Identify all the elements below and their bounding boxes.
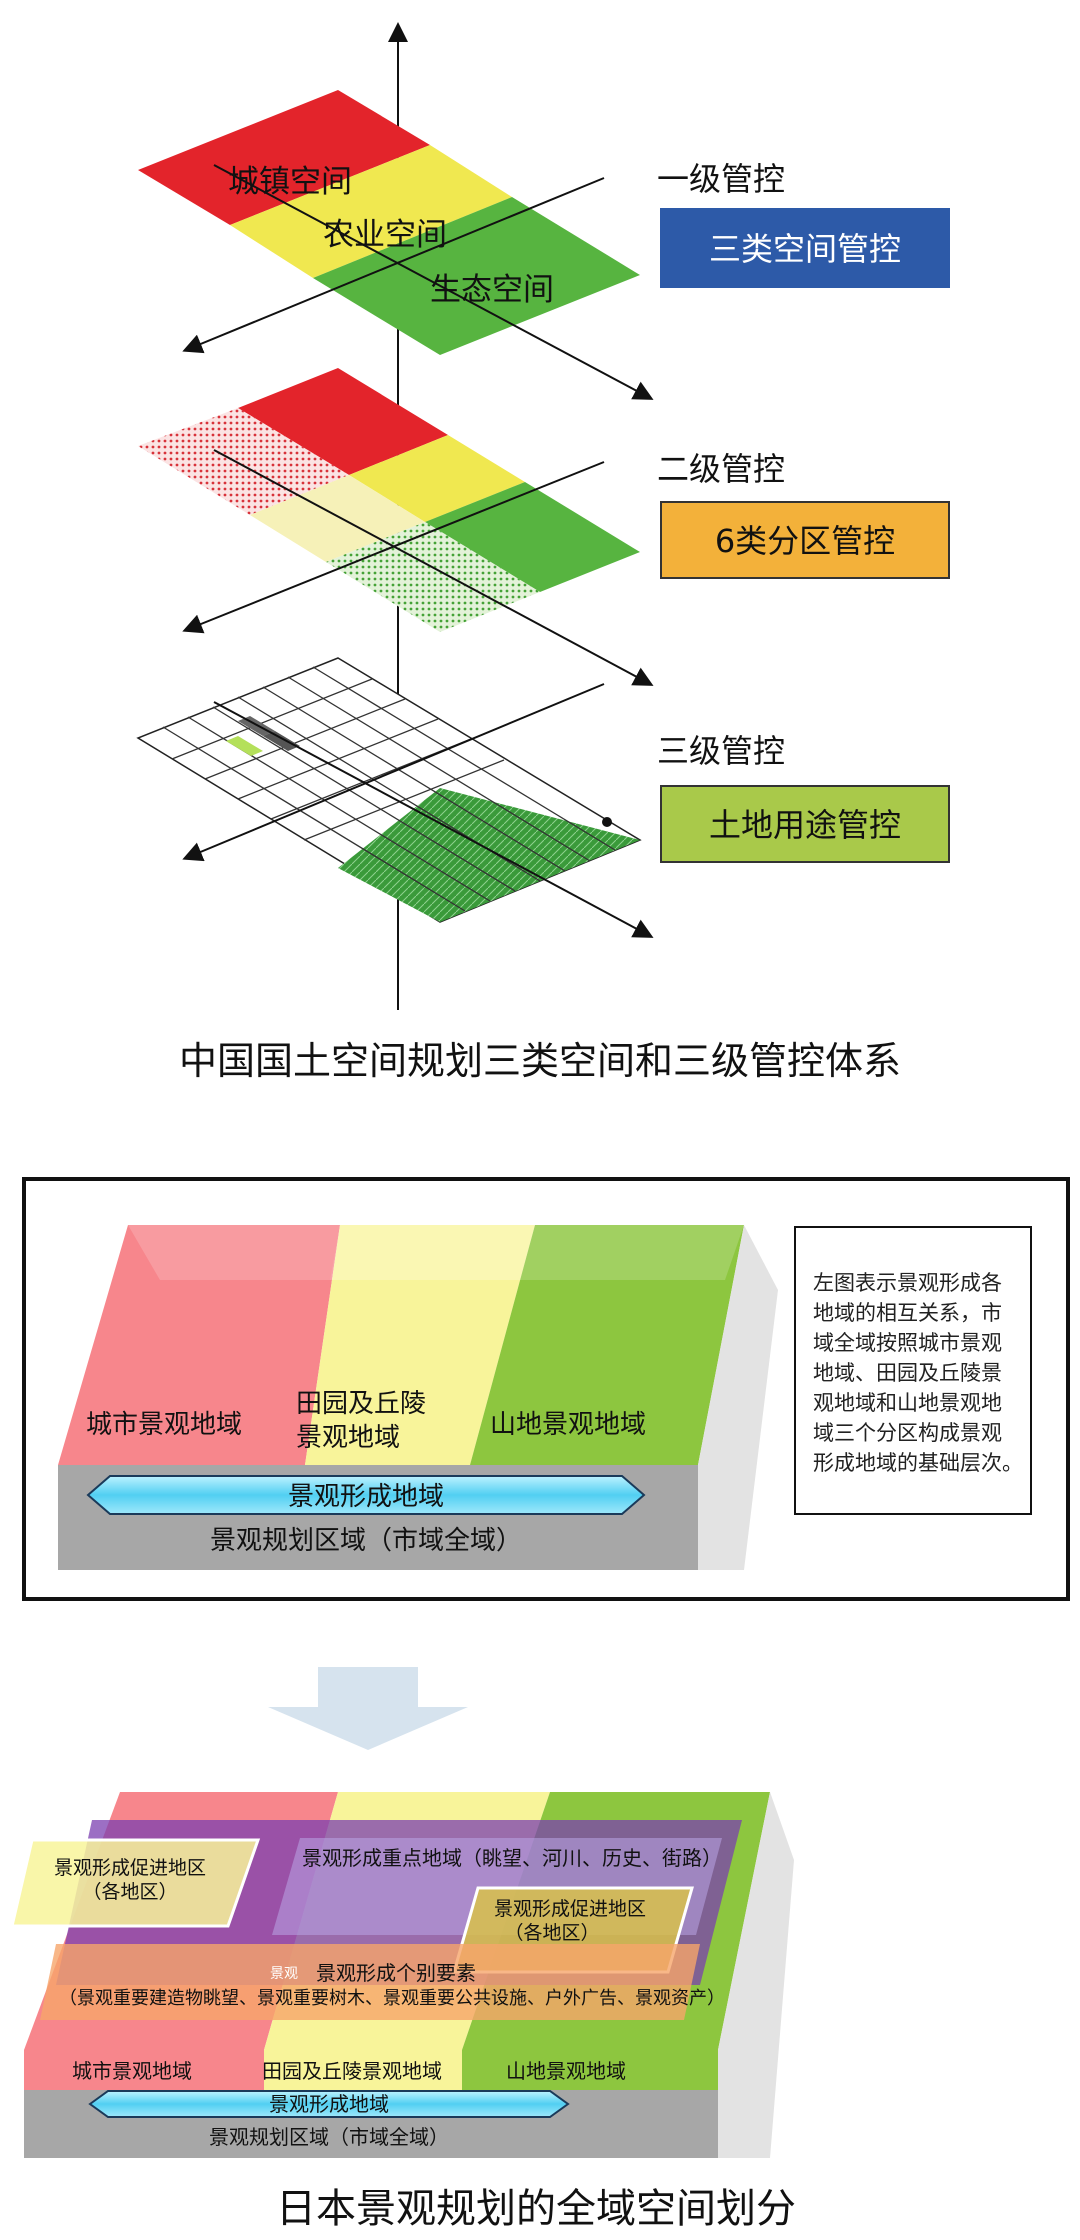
level-1-control: 一级管控 三类空间管控 [657, 160, 950, 288]
urban-region-label: 城市景观地域 [86, 1410, 242, 1440]
fig3-urban-strip [24, 2050, 264, 2090]
note-line: 域三个分区构成景观 [813, 1421, 1002, 1445]
grid-lines [162, 666, 616, 912]
fig3-mountain-strip [462, 2050, 718, 2090]
fig3-rural-label: 田园及丘陵景观地域 [262, 2059, 442, 2083]
zone-yellow-light [250, 475, 425, 562]
level-2-box [660, 501, 950, 579]
top-sheen [520, 1225, 744, 1280]
grid-cell-dark [238, 716, 275, 736]
note-line: 地域、田园及丘陵景 [813, 1361, 1002, 1385]
agri-space-region [230, 145, 512, 278]
promo-right-label-1: 景观形成促进地区 [494, 1898, 646, 1920]
note-line: 形成地域的基础层次。 [813, 1451, 1023, 1475]
note-line: 域全域按照城市景观 [813, 1331, 1002, 1355]
eco-space-region [313, 197, 640, 355]
layer-2 [138, 368, 654, 686]
level-3-title: 三级管控 [657, 732, 785, 770]
level-3-control: 三级管控 土地用途管控 [657, 732, 950, 863]
japan-landscape-diagram: 景观形成地域 景观规划区域（市域全域） 城市景观地域 田园及丘陵 景观地域 山地… [22, 1177, 1070, 1601]
note-line: 左图表示景观形成各 [813, 1271, 1002, 1295]
urban-space-label: 城镇空间 [228, 164, 352, 200]
promo-left-label-1: 景观形成促进地区 [54, 1857, 206, 1879]
level-1-box [660, 208, 950, 288]
fig3-block-side [718, 1792, 794, 2158]
land-use-green-parcel [338, 788, 640, 922]
top-sheen [330, 1225, 535, 1280]
layer-1: 城镇空间 农业空间 生态空间 [138, 90, 654, 400]
axis-line [182, 461, 605, 634]
zone-red-dotted [138, 408, 349, 515]
note-line: 地域的相互关系，市 [813, 1301, 1002, 1325]
promo-area-left [10, 1838, 261, 1928]
axis-line [182, 683, 605, 862]
landscape-formation-band [86, 1475, 646, 1515]
level-3-box [660, 785, 950, 863]
grid-cell-dark [263, 731, 300, 751]
elements-title: 景观形成个别要素 [316, 1961, 476, 1985]
zone-green-solid [425, 482, 640, 592]
rural-region-surface [305, 1225, 535, 1465]
zone-yellow-solid [349, 435, 525, 522]
elements-list: （景观重要建造物眺望、景观重要树木、景观重要公共设施、户外广告、景观资产） [59, 1988, 725, 2009]
fig3-landscape-formation-band [88, 2090, 570, 2118]
fig3-base-label: 景观规划区域（市域全域） [209, 2125, 449, 2149]
land-use-marker [602, 817, 612, 827]
fig3-urban-label: 城市景观地域 [72, 2059, 192, 2083]
level-2-title: 二级管控 [657, 450, 785, 488]
fig3-band-label: 景观形成地域 [269, 2092, 389, 2116]
mountain-region-label: 山地景观地域 [490, 1410, 646, 1440]
mountain-region-surface [470, 1225, 744, 1465]
block-side [698, 1225, 778, 1570]
promo-right-label-2: （各地区） [504, 1922, 599, 1944]
fig3-caption: 日本景观规划的全域空间划分 [276, 2186, 796, 2232]
layer-3 [136, 657, 654, 938]
urban-region-surface [58, 1225, 340, 1465]
top-sheen [128, 1225, 340, 1280]
fig3-mountain-label: 山地景观地域 [506, 2059, 626, 2083]
note-text: 左图表示景观形成各 地域的相互关系，市 域全域按照城市景观 地域、田园及丘陵景 … [813, 1271, 1023, 1475]
level-3-box-label: 土地用途管控 [709, 806, 901, 844]
level-1-box-label: 三类空间管控 [709, 230, 901, 268]
rural-region-label-1: 田园及丘陵 [296, 1389, 426, 1419]
level-1-title: 一级管控 [657, 160, 785, 198]
band-label: 景观形成地域 [288, 1482, 444, 1512]
zone-red-solid [238, 368, 448, 475]
grid-cell-green [226, 736, 263, 756]
axis-line [213, 449, 654, 686]
eco-space-label: 生态空间 [430, 272, 554, 308]
note-line: 观地域和山地景观地 [813, 1391, 1002, 1415]
base-label: 景观规划区域（市域全域） [210, 1526, 522, 1556]
urban-space-region [138, 90, 430, 225]
down-arrow-icon [268, 1667, 468, 1750]
individual-elements-slab [40, 1944, 700, 2020]
promo-left-label-2: （各地区） [82, 1881, 177, 1903]
fig3-rural-strip [264, 2050, 462, 2090]
level-2-box-label: 6类分区管控 [715, 522, 895, 560]
elements-small-label: 景观 [270, 1966, 298, 1982]
japan-full-area-diagram: 景观形成地域 景观规划区域（市域全域） 景观形成促进地区 （各地区） 景观形成重… [10, 1792, 796, 2232]
agri-space-label: 农业空间 [323, 217, 447, 253]
key-area-label: 景观形成重点地域（眺望、河川、历史、街路） [302, 1846, 722, 1870]
fig1-caption: 中国国土空间规划三类空间和三级管控体系 [179, 1039, 901, 1083]
china-planning-diagram: 城镇空间 农业空间 生态空间 [136, 22, 950, 1083]
axis-line [213, 164, 654, 400]
rural-region-label-2: 景观地域 [296, 1423, 400, 1453]
zone-green-dotted [326, 522, 540, 632]
level-2-control: 二级管控 6类分区管控 [657, 450, 950, 579]
axis-line [182, 177, 605, 354]
axis-line [213, 701, 654, 938]
note-box [794, 1226, 1032, 1515]
